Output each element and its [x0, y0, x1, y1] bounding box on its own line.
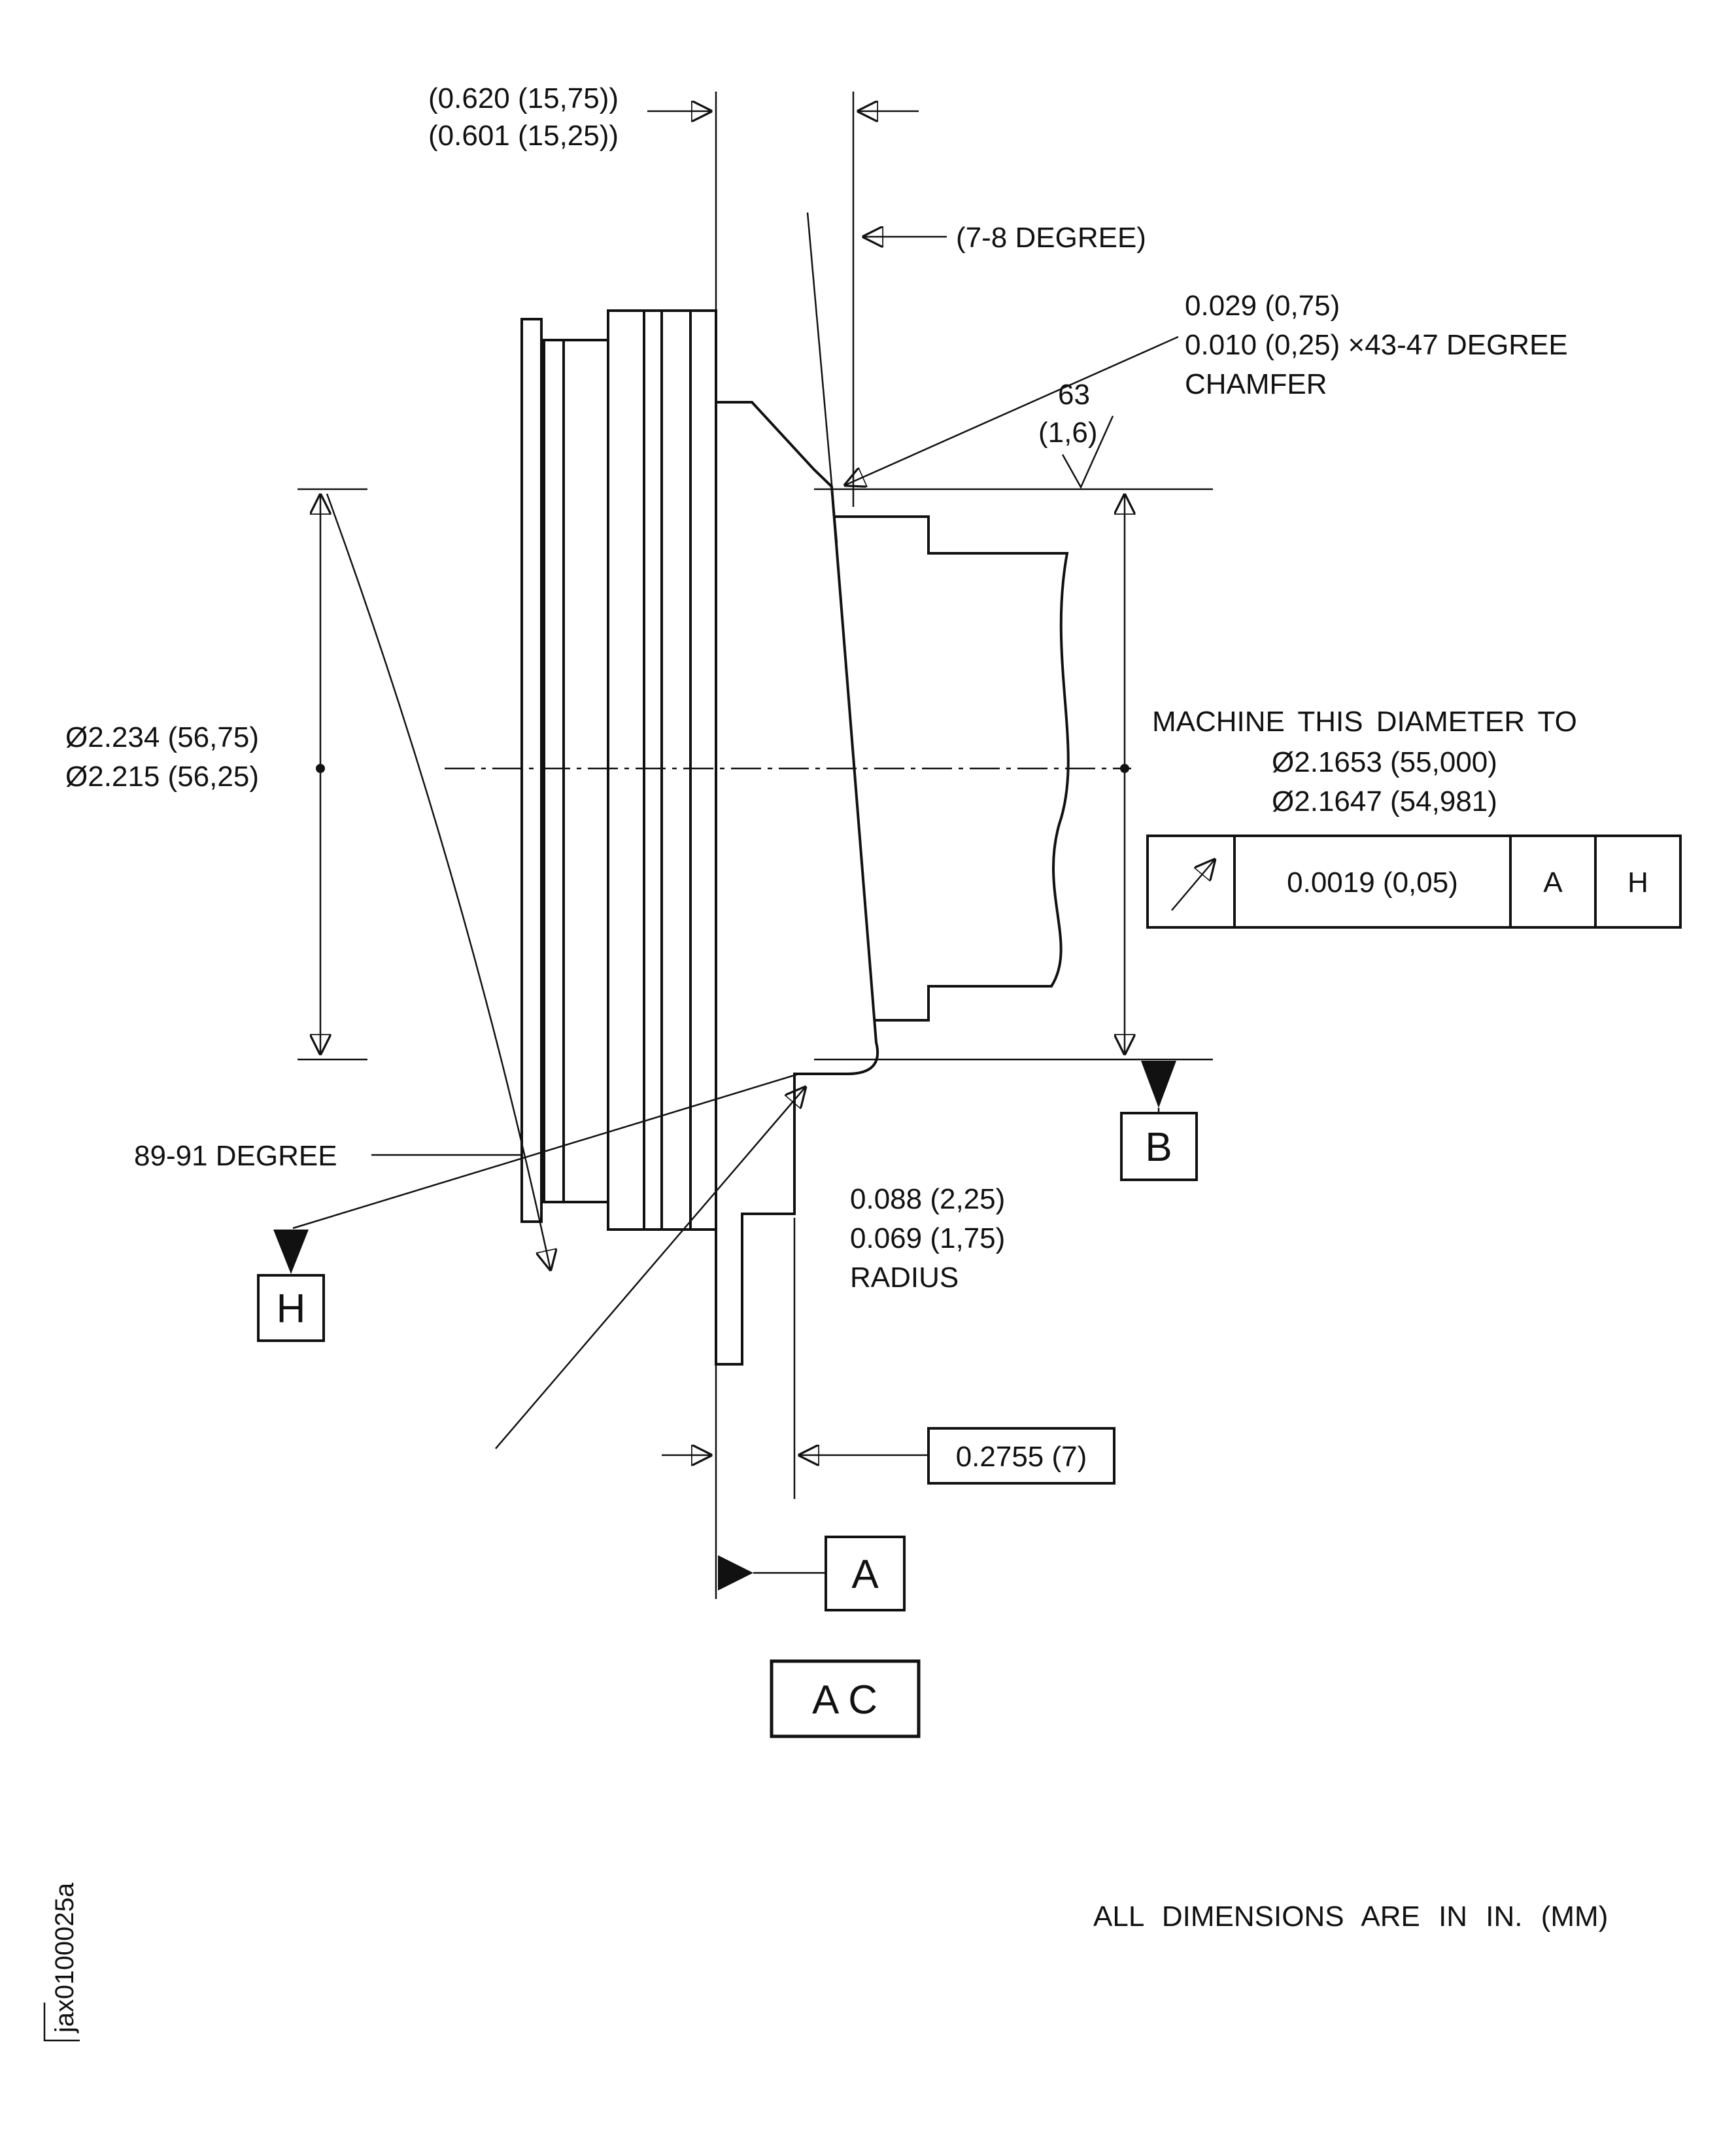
hub-angle-arc [326, 493, 551, 1270]
taper-angle-line [806, 212, 838, 543]
top-width-dim-text-2: (0.601 (15,25)) [428, 120, 619, 152]
datum-h-triangle [273, 1230, 309, 1274]
radius-leader [495, 1087, 806, 1449]
datum-symbols [257, 1061, 1198, 1738]
journal-outline [834, 515, 1070, 1022]
chamfer-text-3: CHAMFER [1185, 368, 1327, 400]
hub-body-outline [562, 309, 879, 1366]
datum-h-label: H [277, 1286, 306, 1332]
machine-dia-text-2: Ø2.1647 (54,981) [1272, 785, 1497, 817]
radius-text-2: 0.069 (1,75) [850, 1222, 1005, 1254]
datum-ac-label: A C [812, 1678, 877, 1723]
datum-a-triangle [718, 1555, 753, 1591]
chamfer-text-1: 0.029 (0,75) [1185, 290, 1340, 322]
top-width-dim-text-1: (0.620 (15,75)) [428, 82, 619, 114]
disc-plate-inner [543, 339, 565, 1203]
finish-value-text: 63 [1058, 379, 1090, 411]
datum-a-box [825, 1536, 906, 1611]
surface-finish-icon [1061, 415, 1114, 489]
offset-dim-text: 0.2755 (7) [956, 1441, 1087, 1473]
left-dim-center-dot [316, 764, 325, 773]
units-note-text: ALL DIMENSIONS ARE IN IN. (MM) [1093, 1901, 1608, 1933]
doc-id-text: jax0100025a [50, 1882, 79, 2033]
taper-angle-text: (7-8 DEGREE) [956, 222, 1146, 254]
disc-plate-outer [520, 318, 543, 1223]
doc-id-bracket [43, 2003, 80, 2042]
fcf-datum2-text: H [1627, 867, 1648, 899]
datum-ac-box [770, 1659, 921, 1738]
part-cross-section [445, 309, 1131, 1366]
radius-text-3: RADIUS [850, 1262, 959, 1294]
left-dia-text-1: Ø2.234 (56,75) [65, 721, 259, 753]
chamfer-leader [845, 336, 1179, 485]
radius-text-1: 0.088 (2,25) [850, 1183, 1005, 1215]
datum-h-box [257, 1274, 325, 1342]
datum-h-leader [292, 1073, 800, 1230]
datum-a-label: A [851, 1552, 879, 1597]
fcf-outline [1146, 835, 1682, 929]
left-dia-text-2: Ø2.215 (56,25) [65, 761, 259, 793]
fcf-tolerance-text: 0.0019 (0,05) [1287, 867, 1458, 899]
right-dim-center-dot [1120, 764, 1129, 773]
finish-metric-text: (1,6) [1038, 417, 1097, 449]
machine-note-text: MACHINE THIS DIAMETER TO [1152, 706, 1577, 738]
runout-symbol-icon [1171, 859, 1215, 911]
datum-b-label: B [1145, 1125, 1172, 1170]
datum-b-box [1120, 1112, 1198, 1181]
machine-dia-text-1: Ø2.1653 (55,000) [1272, 746, 1497, 778]
dimension-lines [292, 92, 1213, 1599]
annotation-text: (0.620 (15,75)) (0.601 (15,25)) (7-8 DEG… [50, 82, 1648, 2033]
fcf-datum1-text: A [1543, 867, 1563, 899]
hub-angle-text: 89-91 DEGREE [134, 1140, 337, 1172]
chamfer-text-2: 0.010 (0,25) ×43-47 DEGREE [1185, 329, 1568, 361]
datum-b-triangle [1141, 1061, 1176, 1108]
offset-dim-box [927, 1427, 1115, 1485]
feature-control-frame [1146, 835, 1682, 929]
